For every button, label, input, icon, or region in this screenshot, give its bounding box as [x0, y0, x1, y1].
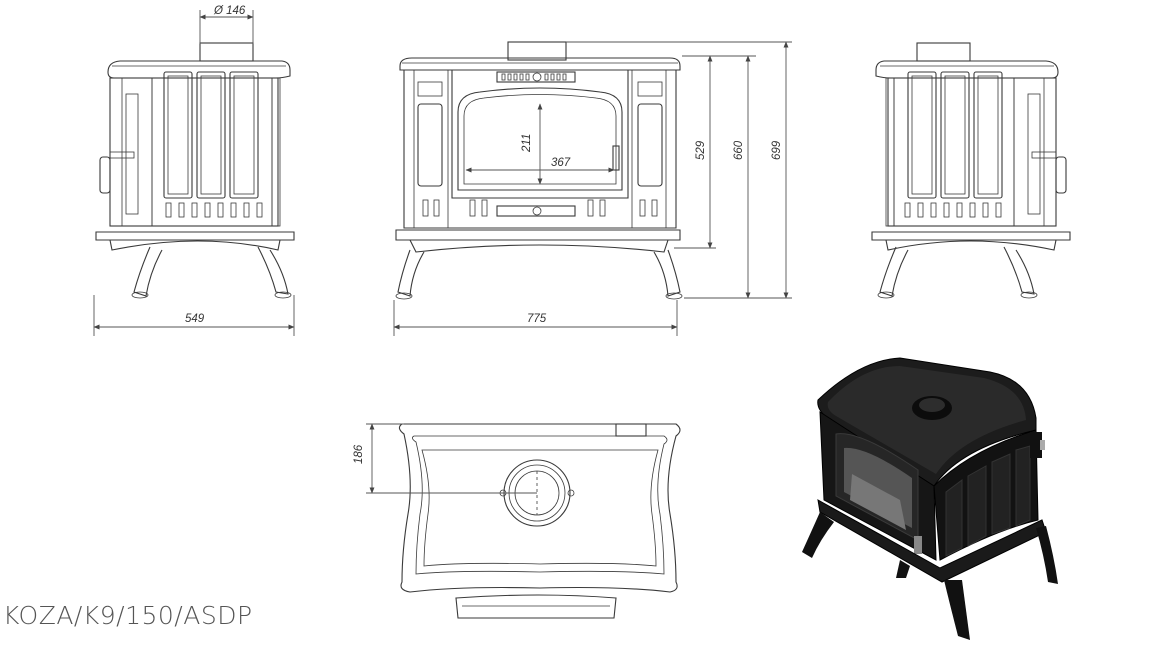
- dim-glass-width: 367: [551, 157, 571, 169]
- dim-flue-axis-height: 529: [695, 140, 707, 160]
- dim-overall-height: 699: [771, 140, 783, 160]
- top-view: [366, 423, 681, 619]
- dim-front-width: 775: [527, 313, 547, 325]
- dim-body-height: 660: [733, 140, 745, 160]
- render-3d: [802, 357, 1058, 640]
- side-view-right: [871, 42, 1071, 299]
- side-view-left: [93, 10, 295, 336]
- model-code: KOZA/K9/150/ASDP: [3, 601, 253, 630]
- dim-glass-height: 211: [521, 134, 533, 153]
- dim-flue-diameter: Ø 146: [213, 5, 246, 17]
- dim-side-depth: 549: [185, 313, 205, 325]
- front-view: [393, 41, 792, 336]
- dim-flue-offset: 186: [353, 444, 365, 464]
